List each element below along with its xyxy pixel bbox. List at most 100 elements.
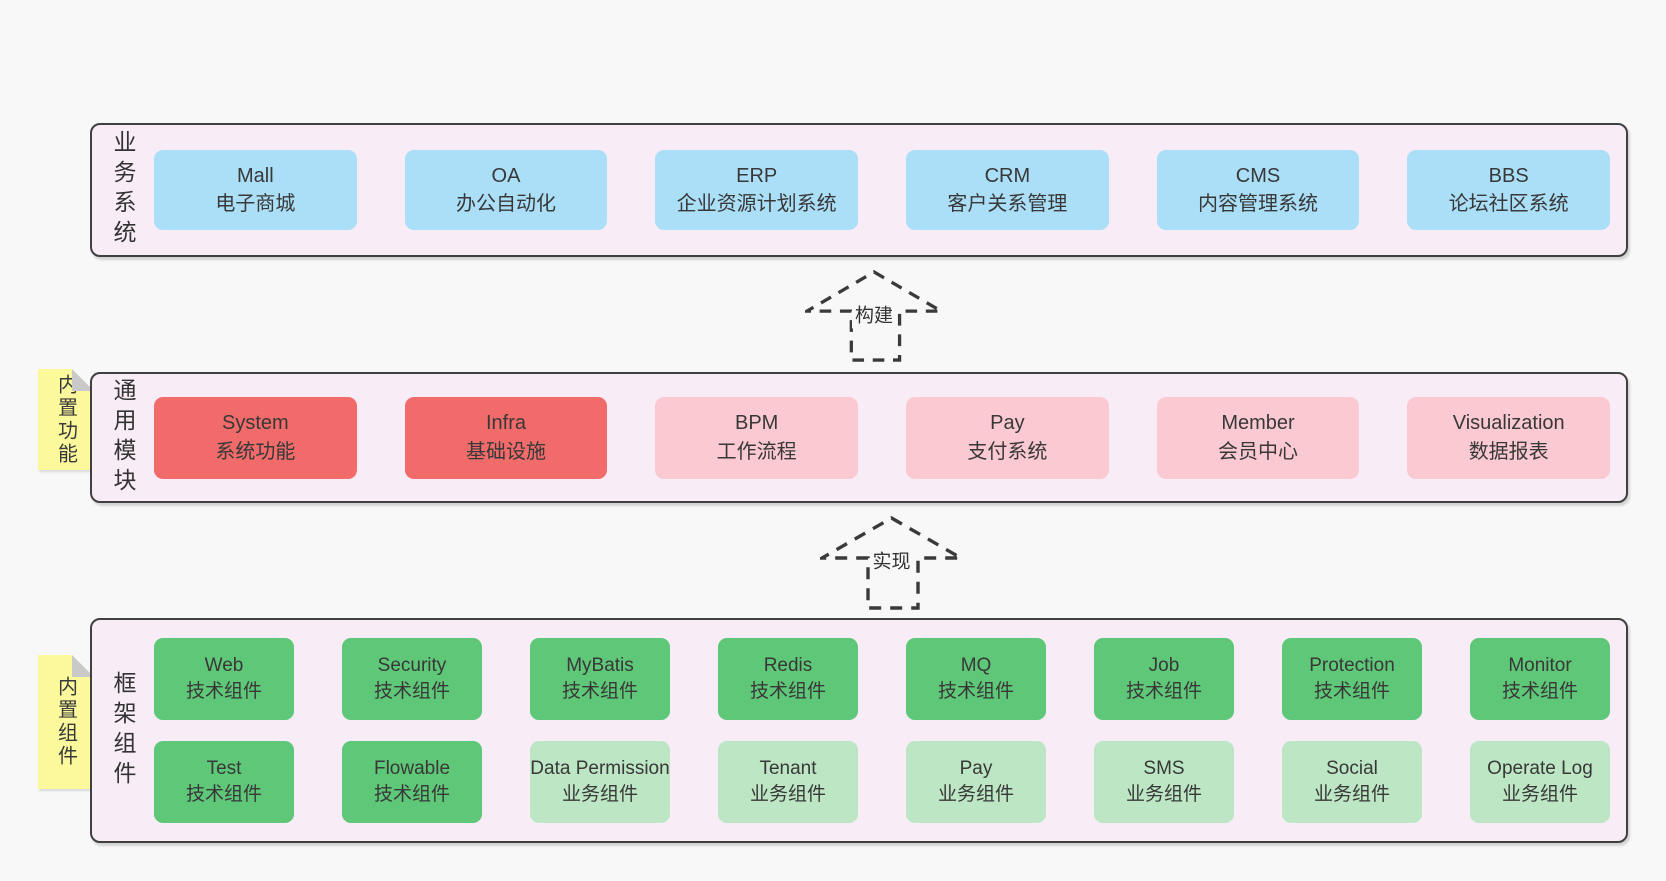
layer-framework-components: 框架组件 Web 技术组件 Security 技术组件 MyBatis 技术组件… (90, 618, 1628, 843)
box-title: Pay (959, 758, 993, 780)
box-subtitle: 系统功能 (215, 440, 296, 463)
box-member: Member 会员中心 (1156, 396, 1360, 479)
box-subtitle: 业务组件 (561, 784, 638, 805)
box-title: Data Permission (530, 758, 670, 780)
layer-components-label: 框架组件 (110, 670, 136, 791)
box-subtitle: 论坛社区系统 (1448, 193, 1569, 215)
arrow-implement: 实现 (820, 516, 963, 610)
box-subtitle: 技术组件 (1125, 681, 1202, 702)
box-subtitle: 业务组件 (937, 784, 1014, 805)
arrow-build-label: 构建 (851, 299, 897, 329)
box-title: Test (206, 758, 242, 780)
box-crm: CRM 客户关系管理 (906, 150, 1109, 230)
box-subtitle: 技术组件 (561, 681, 638, 702)
box-mq: MQ 技术组件 (906, 638, 1046, 720)
box-protection: Protection 技术组件 (1282, 638, 1422, 720)
box-tenant: Tenant 业务组件 (718, 741, 858, 823)
box-mybatis: MyBatis 技术组件 (530, 638, 670, 720)
box-infra: Infra 基础设施 (404, 396, 608, 479)
box-title: Redis (763, 655, 813, 677)
box-subtitle: 业务组件 (1125, 784, 1202, 805)
box-title: Social (1326, 758, 1378, 780)
box-subtitle: 技术组件 (1501, 681, 1578, 702)
box-subtitle: 会员中心 (1218, 440, 1299, 463)
box-data-permission: Data Permission 业务组件 (530, 741, 670, 823)
box-subtitle: 客户关系管理 (947, 193, 1068, 215)
box-title: BPM (735, 412, 779, 435)
box-title: Operate Log (1487, 758, 1593, 780)
box-operate-log: Operate Log 业务组件 (1470, 741, 1610, 823)
box-subtitle: 支付系统 (967, 440, 1048, 463)
layer-business-label: 业务系统 (110, 130, 136, 250)
box-job: Job 技术组件 (1094, 638, 1234, 720)
box-subtitle: 技术组件 (749, 681, 826, 702)
sticky-note-built-in-features: 内置功能 (38, 369, 94, 470)
box-social: Social 业务组件 (1282, 741, 1422, 823)
box-pay: Pay 支付系统 (906, 396, 1109, 479)
arrow-build: 构建 (805, 270, 943, 362)
box-title: MQ (960, 655, 992, 677)
sticky-note-built-in-components: 内置组件 (38, 655, 94, 789)
box-title: Tenant (759, 758, 817, 780)
box-subtitle: 技术组件 (373, 784, 450, 805)
box-title: Infra (485, 412, 527, 435)
box-mall: Mall 电子商城 (154, 150, 357, 230)
business-boxes-row: Mall 电子商城 OA 办公自动化 ERP 企业资源计划系统 CRM 客户关系… (154, 125, 1626, 255)
components-row-2: Test 技术组件 Flowable 技术组件 Data Permission … (154, 741, 1610, 823)
box-subtitle: 技术组件 (185, 784, 262, 805)
box-title: System (221, 412, 289, 435)
box-pay-component: Pay 业务组件 (906, 741, 1046, 823)
box-web: Web 技术组件 (154, 638, 294, 720)
box-title: Pay (990, 412, 1025, 435)
box-title: Flowable (373, 758, 451, 780)
box-subtitle: 技术组件 (373, 681, 450, 702)
dashed-up-arrow-icon (805, 270, 943, 362)
layer-business-systems: 业务系统 Mall 电子商城 OA 办公自动化 ERP 企业资源计划系统 CRM… (90, 123, 1628, 257)
arrow-implement-label: 实现 (869, 545, 914, 575)
dashed-up-arrow-icon (820, 516, 963, 610)
box-bpm: BPM 工作流程 (655, 396, 859, 479)
box-system: System 系统功能 (154, 396, 357, 479)
box-test: Test 技术组件 (154, 741, 294, 823)
box-subtitle: 工作流程 (716, 440, 797, 463)
box-title: Job (1148, 655, 1180, 677)
box-subtitle: 企业资源计划系统 (676, 193, 837, 215)
components-boxes-grid: Web 技术组件 Security 技术组件 MyBatis 技术组件 Redi… (154, 620, 1626, 841)
box-monitor: Monitor 技术组件 (1470, 638, 1610, 720)
box-subtitle: 电子商城 (215, 193, 296, 215)
box-title: ERP (736, 164, 778, 187)
box-oa: OA 办公自动化 (404, 150, 608, 230)
box-subtitle: 业务组件 (1501, 784, 1578, 805)
box-title: CMS (1235, 164, 1281, 187)
box-subtitle: 技术组件 (185, 681, 262, 702)
sticky-note-label: 内置组件 (54, 676, 77, 768)
layer-common-modules: 通用模块 System 系统功能 Infra 基础设施 BPM 工作流程 Pay… (90, 372, 1628, 503)
box-bbs: BBS 论坛社区系统 (1407, 150, 1611, 230)
box-redis: Redis 技术组件 (718, 638, 858, 720)
box-title: MyBatis (566, 655, 634, 677)
box-title: Mall (237, 164, 274, 187)
box-title: Monitor (1508, 655, 1572, 677)
modules-boxes-row: System 系统功能 Infra 基础设施 BPM 工作流程 Pay 支付系统… (154, 374, 1626, 501)
components-row-1: Web 技术组件 Security 技术组件 MyBatis 技术组件 Redi… (154, 638, 1610, 720)
box-title: SMS (1143, 758, 1185, 780)
box-subtitle: 内容管理系统 (1198, 193, 1319, 215)
box-cms: CMS 内容管理系统 (1156, 150, 1360, 230)
sticky-note-label: 内置功能 (54, 373, 77, 466)
box-subtitle: 办公自动化 (456, 193, 556, 215)
box-sms: SMS 业务组件 (1094, 741, 1234, 823)
box-title: Protection (1309, 655, 1395, 677)
box-subtitle: 技术组件 (1313, 681, 1390, 702)
box-title: OA (491, 164, 521, 187)
box-title: Security (377, 655, 447, 677)
box-subtitle: 业务组件 (1313, 784, 1390, 805)
box-erp: ERP 企业资源计划系统 (655, 150, 859, 230)
layer-modules-label: 通用模块 (110, 377, 136, 498)
box-title: Web (204, 655, 244, 677)
box-security: Security 技术组件 (342, 638, 482, 720)
box-subtitle: 基础设施 (466, 440, 546, 463)
box-flowable: Flowable 技术组件 (342, 741, 482, 823)
box-title: BBS (1488, 164, 1529, 187)
box-subtitle: 技术组件 (937, 681, 1014, 702)
